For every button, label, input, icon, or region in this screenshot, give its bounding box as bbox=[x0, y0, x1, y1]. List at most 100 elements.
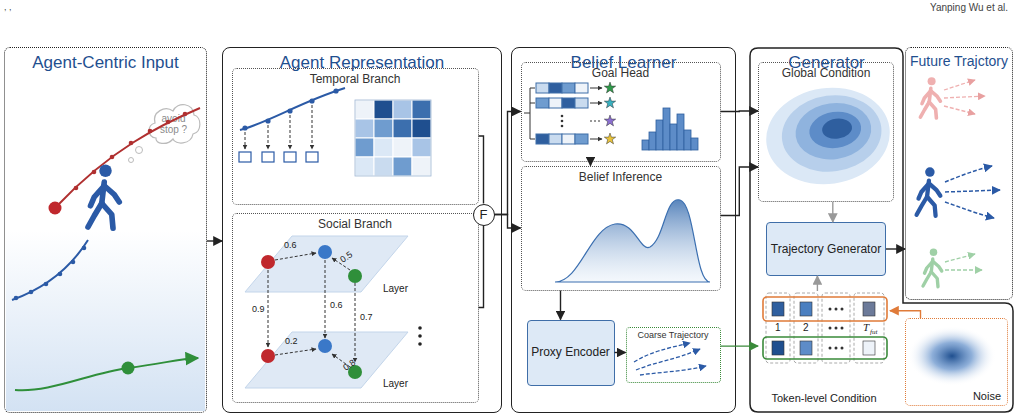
node-box: Social Branch bbox=[232, 213, 479, 403]
rect-element bbox=[374, 157, 393, 176]
circle-element bbox=[58, 272, 63, 277]
line-element bbox=[355, 283, 356, 362]
node-box: Belief Inference bbox=[521, 166, 721, 291]
connector-arrow bbox=[817, 276, 818, 291]
rect-element bbox=[412, 157, 431, 176]
rect-element bbox=[575, 98, 588, 108]
pedestrian bbox=[88, 165, 119, 229]
rect-element bbox=[649, 132, 656, 150]
line-element bbox=[290, 115, 291, 149]
circle-element bbox=[318, 339, 332, 353]
use-element bbox=[923, 249, 942, 287]
rect-element bbox=[863, 302, 875, 316]
rect-element bbox=[536, 83, 549, 93]
circle-element bbox=[129, 141, 134, 146]
rect-element bbox=[306, 152, 318, 162]
social-illustration bbox=[245, 236, 422, 388]
line-element bbox=[245, 132, 246, 149]
node-box: Agent RepresentationTemporal BranchSocia… bbox=[222, 47, 502, 413]
path-element bbox=[524, 88, 530, 139]
node-text: Coarse Trajectory bbox=[627, 330, 720, 340]
connector-arrow bbox=[886, 248, 905, 249]
connector-arrow bbox=[721, 167, 759, 216]
ellipse-element bbox=[807, 108, 864, 151]
circle-element bbox=[829, 327, 832, 330]
label-text: 0.5 bbox=[338, 249, 354, 264]
line-element bbox=[590, 139, 602, 140]
circle-element bbox=[82, 246, 87, 251]
line-element bbox=[590, 121, 602, 122]
node-text: Belief Inference bbox=[522, 170, 720, 184]
rect-element bbox=[677, 114, 684, 150]
circle-element bbox=[29, 290, 34, 295]
node-box: F bbox=[473, 204, 495, 226]
node-text: Agent Representation bbox=[223, 53, 501, 73]
circle-element bbox=[835, 327, 838, 330]
rect-element bbox=[562, 134, 575, 144]
connector-arrow bbox=[479, 136, 484, 204]
path-element bbox=[640, 366, 706, 375]
future-illustration bbox=[917, 77, 1000, 287]
label-text: 1 bbox=[775, 322, 781, 333]
label-text: 0.2 bbox=[285, 336, 298, 346]
path-element bbox=[944, 106, 975, 114]
path-element bbox=[945, 166, 992, 182]
path-element bbox=[945, 269, 982, 270]
panel-shape bbox=[750, 48, 1013, 412]
thought-bubble: avoid stop ? bbox=[146, 100, 202, 148]
rect-element bbox=[355, 100, 431, 176]
connector-arrow bbox=[615, 352, 626, 353]
node-text: Proxy Encoder bbox=[528, 321, 614, 385]
label-text: fut bbox=[870, 328, 877, 336]
circle-element bbox=[561, 115, 564, 118]
rect-element bbox=[800, 302, 812, 316]
rect-element bbox=[854, 293, 884, 363]
use-element bbox=[604, 97, 615, 108]
line-element bbox=[530, 88, 535, 89]
line-element bbox=[332, 258, 350, 270]
circle-element bbox=[287, 108, 292, 113]
circle-element bbox=[261, 255, 275, 269]
line-element bbox=[312, 105, 313, 149]
line-element bbox=[275, 349, 316, 355]
rect-element bbox=[412, 138, 431, 157]
token-illustration bbox=[763, 293, 887, 363]
circle-element bbox=[265, 118, 270, 123]
circle-element bbox=[841, 308, 844, 311]
g-element bbox=[536, 83, 588, 144]
line-element bbox=[590, 88, 602, 89]
use-element bbox=[604, 82, 615, 93]
rect-element bbox=[670, 124, 677, 150]
rect-element bbox=[536, 134, 549, 144]
rect-element bbox=[239, 152, 251, 162]
node-box: Coarse Trajectory bbox=[626, 327, 721, 383]
g-element bbox=[772, 302, 875, 355]
rect-element bbox=[642, 140, 649, 150]
blue-trajectory bbox=[12, 240, 88, 300]
rect-element bbox=[772, 341, 784, 355]
line-element bbox=[268, 270, 269, 347]
rect-element bbox=[822, 293, 850, 363]
connector-arrow bbox=[560, 291, 561, 320]
input-scene bbox=[6, 108, 205, 411]
circle-element bbox=[841, 327, 844, 330]
node-box: Temporal Branch bbox=[232, 68, 479, 205]
node-box: Goal Head bbox=[521, 62, 721, 162]
g-element bbox=[945, 166, 1000, 218]
connector-arrow bbox=[479, 226, 484, 308]
circle-element bbox=[561, 120, 564, 123]
circle-element bbox=[333, 88, 338, 93]
rect-element bbox=[800, 341, 812, 355]
rect-element bbox=[549, 134, 562, 144]
panel-box: GeneratorGlobal ConditionTrajectory Gene… bbox=[747, 47, 1015, 413]
rect-element bbox=[691, 138, 698, 150]
node-text: Agent-Centric Input bbox=[5, 53, 206, 73]
label-text: 2 bbox=[803, 322, 809, 333]
label-text: 0.6 bbox=[330, 300, 343, 310]
path-element bbox=[944, 80, 975, 90]
circle-element bbox=[166, 120, 171, 125]
circle-element bbox=[418, 326, 422, 330]
circle-element bbox=[309, 98, 314, 103]
rect-element bbox=[393, 157, 412, 176]
